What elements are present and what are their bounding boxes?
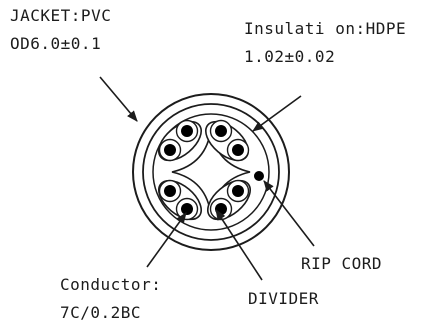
conductor-2	[158, 138, 182, 162]
inner-jacket-wall	[142, 103, 280, 241]
insulation-thickness-label: 1.02±0.02	[244, 47, 336, 66]
twisted-pair-bottom-left	[158, 179, 202, 221]
insulation-leader-arrow	[252, 95, 302, 132]
conductor-7	[226, 179, 250, 203]
conductor-label: Conductor:	[60, 275, 162, 294]
twisted-pair-top-right	[205, 119, 250, 162]
conductor-6	[175, 197, 199, 221]
outer-jacket	[132, 93, 290, 251]
core-binder	[152, 113, 270, 231]
conductor-5	[158, 179, 182, 203]
rip-cord-leader-arrow	[263, 180, 315, 247]
conductor-3	[209, 119, 233, 143]
jacket-material-label: JACKET:PVC	[10, 6, 112, 25]
rip-cord	[254, 171, 264, 181]
rip-cord-label: RIP CORD	[301, 254, 383, 273]
conductor-leader-arrow	[146, 212, 187, 268]
divider-label: DIVIDER	[248, 289, 319, 308]
conductor-spec-label: 7C/0.2BC	[60, 303, 142, 322]
divider-leader-arrow	[215, 209, 263, 281]
conductor-4	[226, 138, 250, 162]
jacket-leader-arrow	[99, 76, 138, 122]
insulation-material-label: Insulati on:HDPE	[244, 19, 407, 38]
conductor-1	[175, 119, 199, 143]
twisted-pair-top-left	[158, 119, 202, 162]
jacket-outer-diameter-label: OD6.0±0.1	[10, 34, 102, 53]
